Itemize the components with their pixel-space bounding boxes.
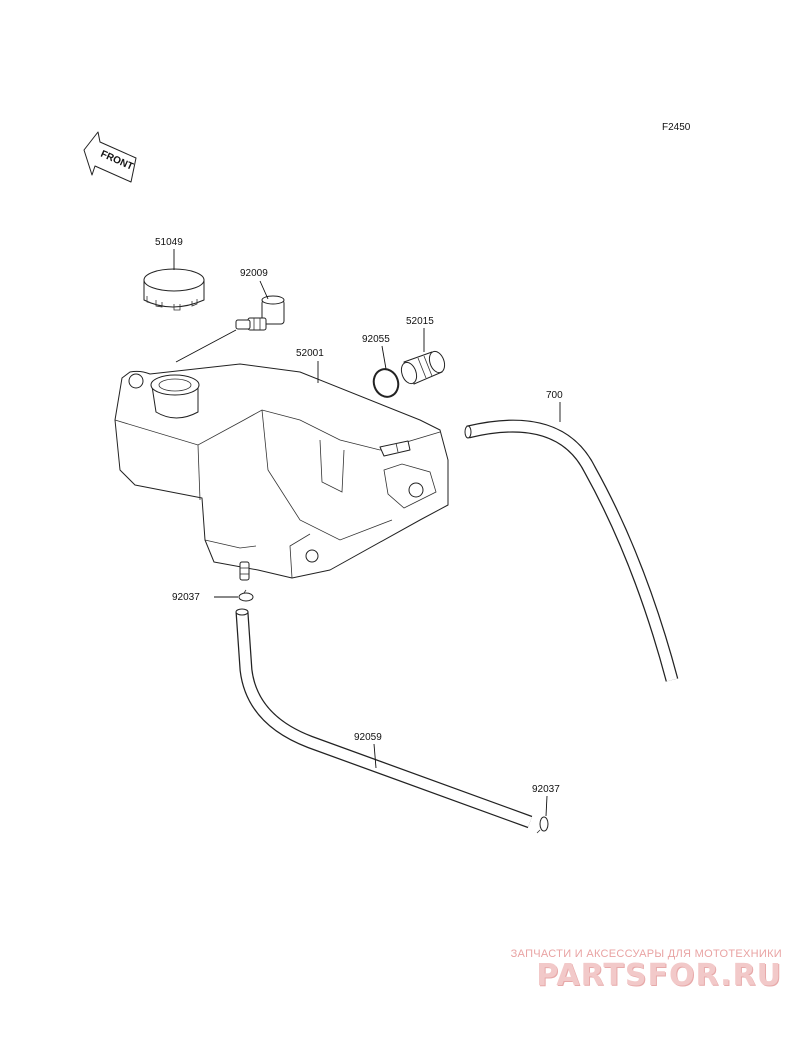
label-92009: 92009 <box>240 268 268 279</box>
hose-700 <box>464 419 679 682</box>
label-92037-bottom: 92037 <box>532 784 560 795</box>
label-52015: 52015 <box>406 316 434 327</box>
label-51049: 51049 <box>155 237 183 248</box>
clamp-92037-top <box>238 589 254 602</box>
cap-51049 <box>143 268 205 311</box>
cap-52015 <box>400 350 446 385</box>
watermark-tagline: ЗАПЧАСТИ И АКСЕССУАРЫ ДЛЯ МОТОТЕХНИКИ <box>510 948 782 960</box>
label-92055: 92055 <box>362 334 390 345</box>
clamp-92037-bottom <box>536 816 549 834</box>
o-ring-92055 <box>372 368 400 398</box>
front-arrow-icon: FRONT <box>83 131 137 183</box>
fitting-92009 <box>235 295 285 331</box>
label-92059: 92059 <box>354 732 382 743</box>
watermark-logo: PARTSFOR.RU <box>536 958 782 993</box>
watermark: ЗАПЧАСТИ И АКСЕССУАРЫ ДЛЯ МОТОТЕХНИКИ PA… <box>482 948 782 993</box>
figure-code: F2450 <box>662 122 691 133</box>
hose-92059 <box>235 608 533 829</box>
label-92037-top: 92037 <box>172 592 200 603</box>
reservoir-tank-52001 <box>114 363 449 581</box>
label-52001: 52001 <box>296 348 324 359</box>
label-700: 700 <box>546 390 563 401</box>
